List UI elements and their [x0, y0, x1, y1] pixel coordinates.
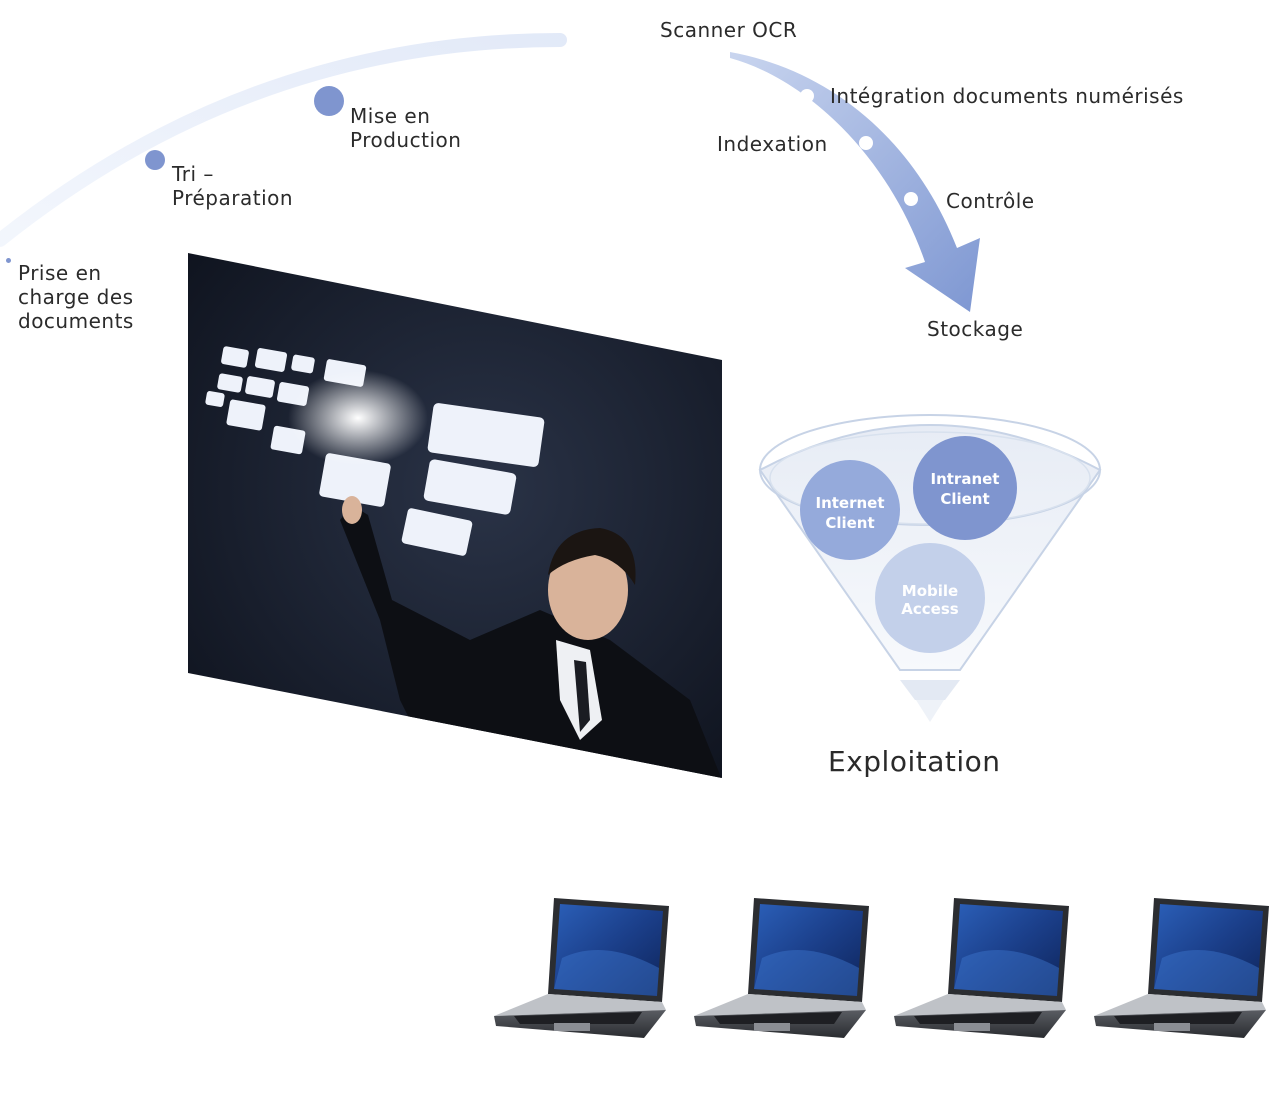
prep-step-label: Tri – Préparation — [172, 162, 294, 210]
laptop-2 — [694, 898, 869, 1038]
prep-dot-1 — [6, 258, 11, 263]
internet-client-line2: Client — [825, 514, 874, 532]
stockage-label: Stockage — [927, 317, 1024, 341]
exploitation-label: Exploitation — [828, 745, 1001, 778]
integration-label: Intégration documents numérisés — [830, 84, 1184, 108]
internet-client-line1: Internet — [815, 494, 884, 512]
prep-step-label: Prise en charge des documents — [18, 261, 134, 333]
mobile-access-line2: Access — [901, 600, 958, 618]
scanner-ocr-label: Scanner OCR — [660, 18, 798, 42]
intranet-client-line2: Client — [940, 490, 989, 508]
intranet-client-circle — [913, 436, 1017, 540]
intranet-client-line1: Intranet — [931, 470, 1000, 488]
indexation-label: Indexation — [717, 132, 828, 156]
prep-step-label: Mise en Production — [350, 104, 462, 152]
internet-client-circle — [800, 460, 900, 560]
laptop-1 — [494, 898, 669, 1038]
laptop-3 — [894, 898, 1069, 1038]
mobile-access-line1: Mobile — [902, 582, 958, 600]
laptop-4 — [1094, 898, 1269, 1038]
mobile-access-circle — [875, 543, 985, 653]
controle-label: Contrôle — [946, 189, 1035, 213]
prep-dot-3 — [314, 86, 344, 116]
prep-dot-2 — [145, 150, 165, 170]
